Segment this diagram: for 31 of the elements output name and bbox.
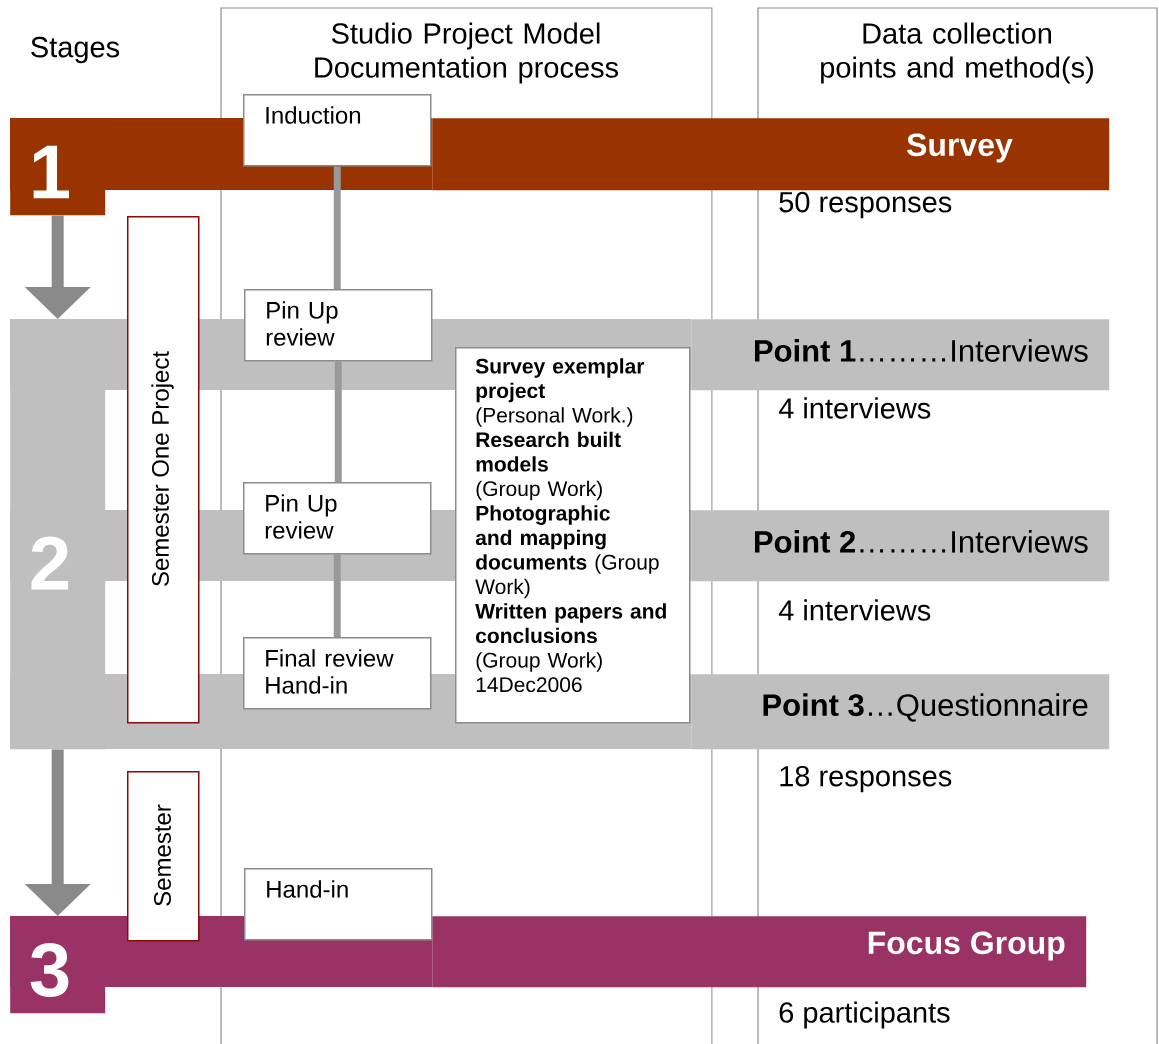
stage-band: 2 — [10, 319, 106, 750]
note-text: 50 responses — [779, 191, 952, 219]
note-text: 18 responses — [780, 765, 952, 793]
stage-number-box: 1 — [10, 118, 106, 216]
note-text: 4 interviews — [778, 397, 931, 419]
process-box: Hand-in — [244, 868, 433, 941]
heading-text: Data collection points and method(s) — [821, 22, 1093, 84]
stage-band: Survey — [432, 118, 1110, 191]
node-label: 1 — [33, 145, 70, 199]
point-band: Point 1………Interviews — [691, 319, 1110, 391]
point-band: Point 3…Questionnaire — [691, 674, 1110, 750]
note-text: 6 participants — [779, 1001, 950, 1029]
semester-box: Semester One Project — [127, 216, 200, 724]
process-box: Pin Up review — [244, 289, 433, 362]
note-text: 4 interviews — [778, 599, 931, 621]
point-band: Point 2………Interviews — [691, 510, 1110, 582]
node-label: 3 — [30, 943, 69, 997]
heading-text: Studio Project Model Documentation process — [315, 22, 619, 84]
node-label: 2 — [31, 536, 69, 590]
process-box: Final review Hand-in — [243, 637, 432, 710]
connector-line — [334, 361, 342, 482]
process-box: Induction — [243, 94, 432, 167]
connector-line — [333, 166, 341, 289]
heading-text: Stages — [31, 36, 120, 64]
connector-line — [333, 554, 341, 637]
semester-box: Semester — [127, 771, 200, 942]
process-box: Pin Up review — [243, 482, 432, 555]
stage-band: Focus Group — [432, 916, 1087, 988]
text-box: Survey exemplar project (Personal Work.) Research built models (Group Work) Photographic and mapping documents (Group Work) Written papers and conclusions (Group Work) 14Dec2006 — [455, 347, 691, 724]
node-label: Focus Group — [868, 931, 1065, 961]
stage-number-box: 3 — [10, 916, 106, 1014]
